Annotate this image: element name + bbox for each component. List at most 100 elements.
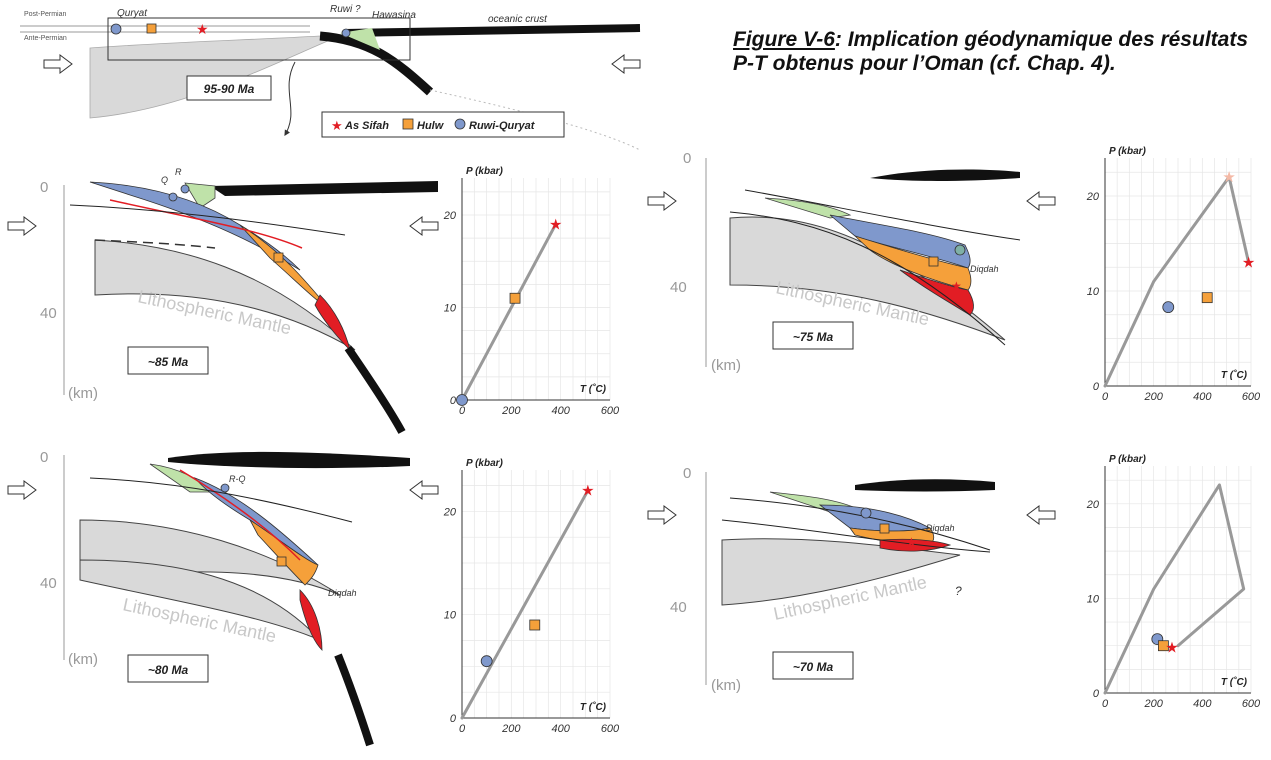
pt-point-as-sifah: ★	[549, 216, 562, 233]
section-70-depth-40: 40	[670, 599, 687, 616]
overview-left-arrow	[43, 54, 73, 74]
figure-label: Figure V-6	[733, 28, 835, 51]
section-85-right-arrow	[409, 216, 439, 236]
section-85-age-box	[127, 346, 209, 375]
section-85-slab	[344, 345, 406, 434]
section-80-hulw-marker	[276, 556, 287, 567]
section-80-rq-label: R-Q	[229, 474, 246, 484]
section-85-q-label: Q	[161, 175, 168, 185]
section-70-right-arrow	[1026, 505, 1056, 525]
section-80-oceanic-crust	[168, 451, 410, 469]
section-85-q-marker	[168, 192, 178, 202]
section-85-hulw-marker	[273, 252, 284, 263]
section-75-left-arrow	[647, 191, 677, 211]
pt-x-tick-label: 400	[1193, 391, 1212, 403]
section-80-depth-40: 40	[40, 575, 57, 592]
section-70-depth-0: 0	[683, 465, 691, 482]
section-75-thrust-line-1	[744, 189, 1021, 241]
section-85-depth-0: 0	[40, 179, 48, 196]
pt-y-tick-label: 0	[450, 395, 457, 407]
cross-section-75ma: 0 40 (km) ★ Diqdah Lithospheric Mantle ~…	[647, 150, 1056, 374]
section-80-as-sifah-unit	[299, 589, 323, 651]
pt-x-tick-label: 400	[1193, 698, 1212, 710]
cross-section-80ma: 0 40 (km) R-Q Diqdah Lithospheric Mantle…	[7, 449, 439, 747]
ruwi-label: Ruwi ?	[330, 4, 361, 15]
section-70-thrust-line-2	[721, 519, 991, 553]
overview-ruwi-quryat-marker	[110, 23, 122, 35]
section-85-red-thrust	[109, 199, 303, 249]
pt-y-tick-label: 20	[1086, 191, 1100, 203]
post-permian-label: Post-Permian	[24, 11, 67, 18]
legend-ruwi-quryat-marker	[454, 118, 466, 130]
section-70-age-box	[772, 651, 854, 680]
section-75-mantle	[729, 216, 1006, 341]
pt-y-tick-label: 0	[450, 713, 457, 725]
pt-y-tick-label: 10	[444, 610, 457, 622]
caption-text: : Implication géodynamique des résultats…	[733, 28, 1248, 75]
section-70-question-label: ?	[955, 584, 962, 598]
legend-frame	[321, 111, 565, 138]
pt-path	[1103, 483, 1246, 695]
section-70-ruwi-quryat-marker	[860, 507, 872, 519]
overview-age-box	[186, 75, 272, 101]
section-70-as-sifah-star: ★	[906, 535, 917, 549]
section-75-ruwi-quryat-marker	[954, 244, 966, 256]
section-85-ruwi-quryat-unit	[89, 181, 301, 271]
section-70-mantle	[721, 538, 961, 606]
pt-point-as-sifah: ★	[1242, 255, 1255, 272]
section-75-right-arrow	[1026, 191, 1056, 211]
pt-x-tick-label: 600	[1242, 391, 1261, 403]
legend-ruwi-quryat-label: Ruwi-Quryat	[469, 120, 536, 132]
legend-hulw-marker	[402, 118, 414, 130]
pt-y-tick-label: 0	[1093, 381, 1100, 393]
section-75-unit: (km)	[711, 357, 741, 374]
pt-point-ruwi-quryat	[1162, 301, 1175, 314]
pt-point-hulw	[1158, 640, 1169, 652]
section-80-slab	[334, 653, 374, 747]
overview-age-label: 95-90 Ma	[204, 82, 255, 96]
overview-as-sifah-star: ★	[196, 21, 209, 37]
pt-x-tick-label: 200	[501, 405, 521, 417]
section-75-oceanic-crust	[870, 169, 1020, 181]
pt-y-tick-label: 10	[1087, 593, 1100, 605]
pt-x-tick-label: 200	[501, 723, 521, 735]
section-80-red-thrust	[179, 469, 301, 561]
pt-y-tick-label: 0	[1093, 688, 1100, 700]
section-85-mantle	[94, 239, 356, 351]
section-85-as-sifah-star: ★	[322, 304, 333, 318]
section-80-age-label: ~80 Ma	[148, 663, 189, 677]
pt-x-tick-label: 200	[1143, 698, 1163, 710]
section-85-thrust-line	[69, 204, 346, 236]
section-85-r-label: R	[175, 167, 182, 177]
cross-section-70ma: 0 40 (km) ★ Diqdah ? Lithospheric Mantle…	[647, 465, 1056, 694]
pt-x-axis-label: T (˚C)	[580, 701, 607, 713]
legend-as-sifah-label: As Sifah	[344, 120, 389, 132]
section-75-thrust-line-2	[729, 211, 1006, 346]
pt-x-tick-label: 400	[551, 723, 570, 735]
pt-y-tick-label: 10	[444, 303, 457, 315]
section-85-r-marker	[180, 184, 190, 194]
pt-y-axis-label: P (kbar)	[1109, 146, 1147, 157]
pt-y-tick-label: 20	[1086, 499, 1100, 511]
quryat-label: Quryat	[117, 8, 148, 19]
pt-point-ruwi-quryat	[456, 394, 468, 406]
legend-hulw-label: Hulw	[417, 120, 445, 132]
overview-frame	[107, 17, 411, 61]
section-75-depth-40: 40	[670, 279, 687, 296]
pt-path	[1103, 175, 1251, 388]
ante-permian-label: Ante-Permian	[24, 35, 67, 42]
pt-x-tick-label: 0	[459, 723, 466, 735]
pt-y-axis-label: P (kbar)	[466, 458, 504, 469]
pt-point-ruwi-quryat	[480, 655, 493, 668]
section-70-age-label: ~70 Ma	[793, 660, 834, 674]
pt-path	[460, 222, 558, 402]
pt-point-hulw	[1201, 292, 1213, 304]
pt-x-tick-label: 600	[1242, 698, 1261, 710]
section-80-rq-marker	[220, 483, 230, 493]
pt-y-tick-label: 20	[443, 506, 457, 518]
pt-point-as-sifah: ★	[1165, 640, 1178, 657]
